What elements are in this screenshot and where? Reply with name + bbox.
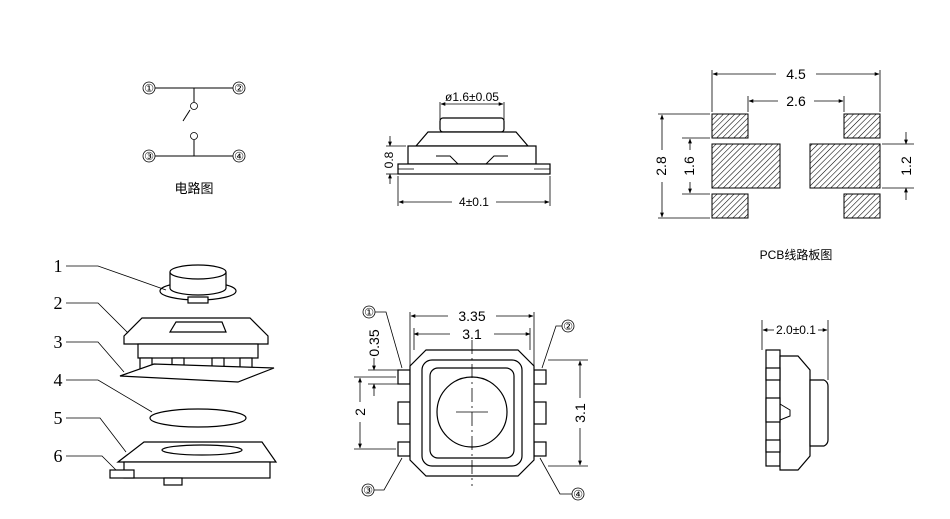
leader-3 [66,341,125,373]
pcb-total-height-label: 2.8 [653,156,669,176]
part-number-1: 1 [54,256,63,276]
circuit-diagram: ① ② ③ ④ 电路图 [142,81,246,196]
circuit-switch-lever [182,109,191,122]
top-pin4-label: ④ [573,489,583,501]
pcb-pad-top-left [711,113,749,139]
part-number-4: 4 [54,370,63,390]
circuit-pin3-circle [142,149,156,163]
pcb-left-pad-height-label: 1.6 [681,156,697,176]
exploded-part3-film [119,363,275,383]
pcb-caption: PCB线路板图 [760,247,833,262]
part-number-5: 5 [54,408,63,428]
circuit-caption: 电路图 [174,181,213,196]
side-depth-label: 2.0±0.1 [776,323,816,337]
leader-1 [66,265,167,291]
circuit-pin1-label: ① [144,83,154,95]
circuit-pin3-label: ③ [144,151,154,163]
pcb-inner-width-label: 2.6 [786,93,806,109]
side-view: 2.0±0.1 [761,320,829,471]
leader-4 [66,379,153,413]
circuit-contact-bottom [190,132,198,140]
pcb-right-pad-height-label: 1.2 [898,156,914,176]
side-button [809,379,829,447]
pcb-outer-width-label: 4.5 [786,66,806,82]
circuit-pin4-circle [232,149,246,163]
pcb-pad-center-left [711,143,781,189]
front-height-label: 0.8 [382,151,396,168]
side-body-cover [779,355,811,471]
front-cover [407,145,537,165]
exploded-part4-dome [149,408,247,428]
leader-5 [66,417,127,453]
front-width-label: 4±0.1 [459,195,489,209]
top-pin1-label: ① [364,307,374,319]
part-number-3: 3 [54,332,63,352]
circuit-contact-top [190,102,198,110]
top-pin3-label: ③ [363,485,373,497]
part-number-6: 6 [54,446,63,466]
top-outer-width-label: 3.35 [458,308,485,324]
circuit-pin2-label: ② [234,83,244,95]
exploded-part6-terminal [109,469,135,479]
leader-2 [66,302,129,334]
front-base [397,163,551,175]
part-number-2: 2 [54,293,63,313]
cap-diameter-label: ø1.6±0.05 [445,90,499,104]
exploded-view: 1 2 3 4 5 6 [54,256,278,486]
pcb-layout: 4.5 2.6 2.8 1.6 1.2 PCB线路板图 [653,66,914,262]
top-pin3 [397,441,411,457]
front-cover-bevel [414,131,530,147]
top-pin2 [533,369,547,385]
top-pin2-label: ② [563,321,573,333]
top-view: 3.35 3.1 0.35 2 3.1 ① ② ③ ④ [352,305,588,501]
top-body-height-label: 3.1 [572,403,588,423]
pcb-pad-center-right [809,143,881,189]
top-pin1 [397,369,411,385]
front-view: ø1.6±0.05 0.8 4±0.1 [382,90,551,209]
pcb-pad-top-right [843,113,881,139]
circuit-pin4-label: ④ [234,151,244,163]
top-pin-width-label: 0.35 [366,329,382,356]
front-cap [439,117,505,133]
top-pin4 [533,441,547,457]
leader-6 [66,455,117,471]
top-inner-width-label: 3.1 [462,326,482,342]
pcb-pad-bottom-right [843,193,881,219]
pcb-pad-bottom-left [711,193,749,219]
exploded-part1-top [169,264,227,280]
top-pin-pitch-label: 2 [352,408,368,416]
